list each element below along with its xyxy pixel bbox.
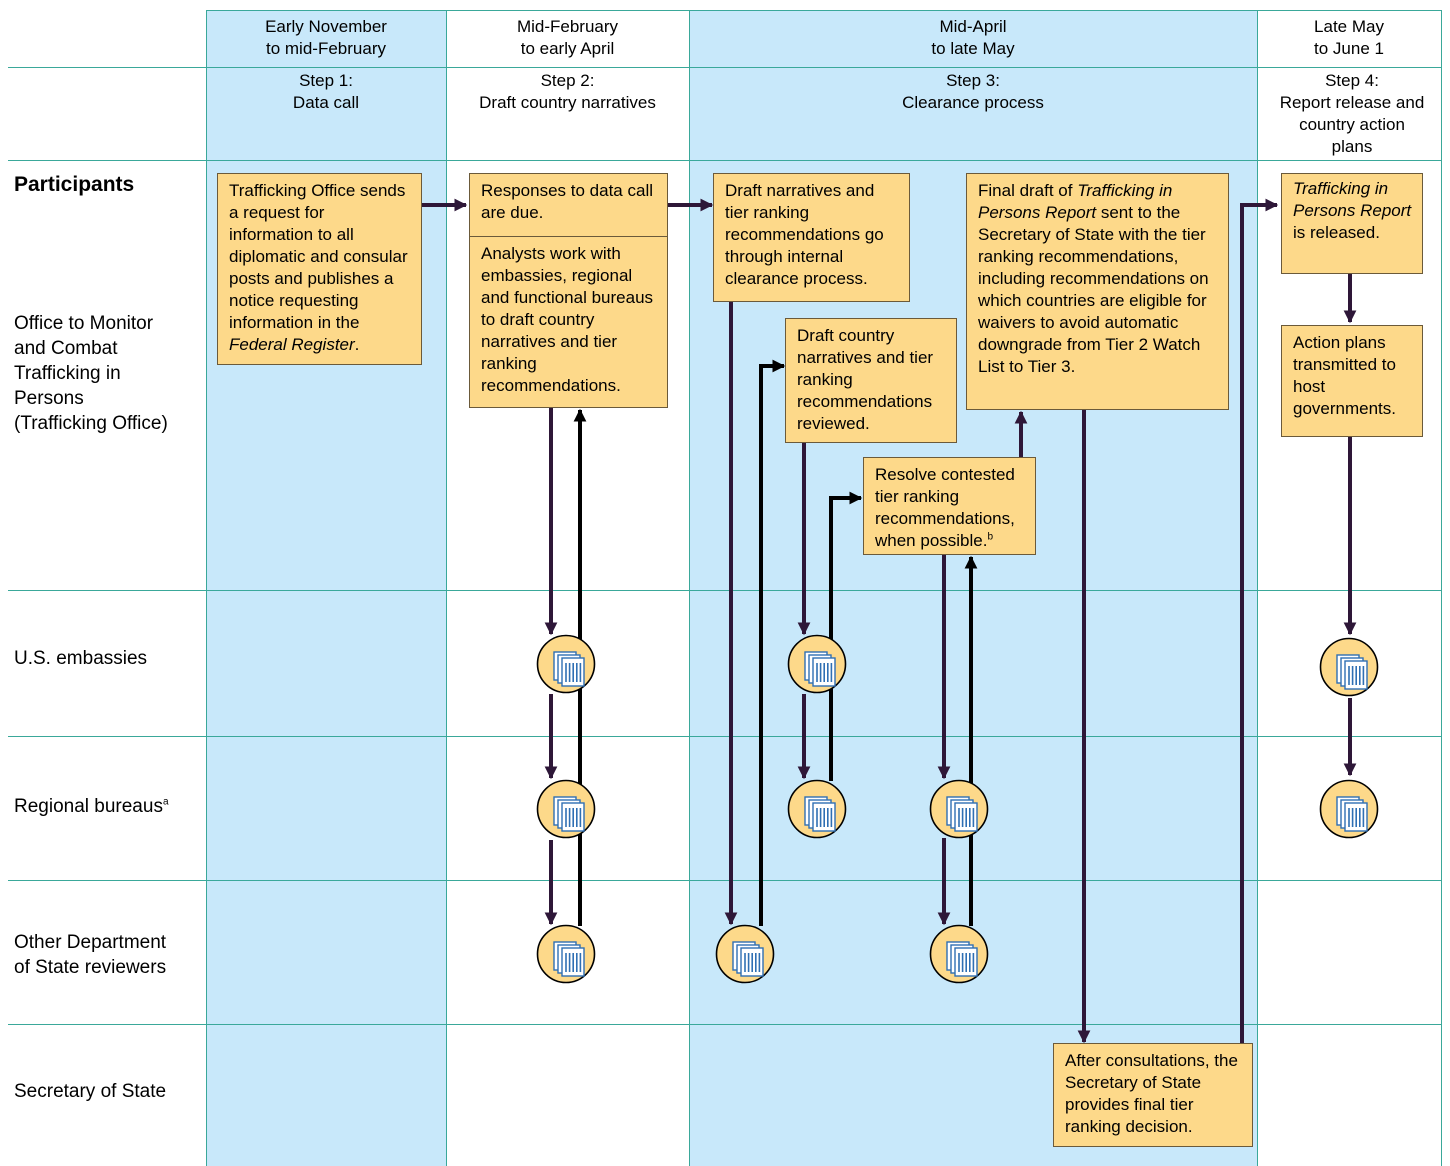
row-label-line: Office to Monitor — [14, 313, 154, 334]
box-text: Resolve contested tier ranking recommend… — [875, 465, 1015, 550]
header-line: to mid-February — [266, 39, 386, 58]
document-stack-icon — [536, 779, 596, 839]
arrow-step3-return — [759, 359, 786, 926]
grid-line — [1441, 10, 1442, 1166]
document-stack-icon — [715, 924, 775, 984]
box-text-italic: Trafficking in Persons Report — [1293, 179, 1412, 220]
box-text: . — [354, 335, 360, 354]
box-text: Draft narratives and tier ranking recomm… — [725, 181, 884, 288]
header-line: Draft country narratives — [479, 93, 656, 112]
header-line: Data call — [292, 93, 360, 112]
box-text: Trafficking Office sends a request for i… — [229, 181, 408, 332]
box-text: Analysts work with embassies, regional a… — [481, 244, 654, 395]
row-label-regional-bureaus: Regional bureausa — [14, 794, 169, 819]
row-label-line: of State reviewers — [14, 957, 167, 978]
header-line: to early April — [520, 39, 615, 58]
step1-period-header: Early November to mid-February — [206, 16, 446, 60]
grid-line — [689, 10, 690, 1166]
row-label-other-reviewers: Other Department of State reviewers — [14, 930, 166, 980]
header-line: Step 1: — [299, 71, 353, 90]
box-text: After consultations, the Secretary of St… — [1065, 1051, 1238, 1136]
grid-line — [206, 10, 1442, 11]
grid-line — [8, 880, 1442, 881]
header-line: Step 2: — [540, 71, 595, 90]
footnote-marker: b — [987, 531, 994, 543]
grid-line — [446, 10, 447, 1166]
grid-line — [206, 10, 207, 1166]
row-label-line: (Trafficking Office) — [14, 413, 168, 434]
grid-line — [8, 67, 1442, 68]
box-data-call-request: Trafficking Office sends a request for i… — [217, 173, 422, 365]
step4-period-header: Late May to June 1 — [1257, 16, 1441, 60]
header-line: Mid-April — [939, 17, 1007, 36]
step3-period-header: Mid-April to late May — [689, 16, 1257, 60]
box-internal-clearance: Draft narratives and tier ranking recomm… — [713, 173, 910, 302]
box-final-draft: Final draft of Trafficking in Persons Re… — [966, 173, 1229, 410]
step2-header: Step 2: Draft country narratives — [446, 70, 689, 114]
box-text: Final draft of — [978, 181, 1078, 200]
box-text: sent to the Secretary of State with the … — [978, 203, 1209, 376]
row-label-trafficking-office: Office to Monitor and Combat Trafficking… — [14, 311, 168, 436]
box-text: Responses to data call are due. — [481, 181, 653, 222]
box-text: Action plans transmitted to host governm… — [1293, 333, 1396, 418]
box-action-plans: Action plans transmitted to host governm… — [1281, 325, 1423, 437]
box-resolve-contested: Resolve contested tier ranking recommend… — [863, 457, 1036, 555]
header-line: Step 3: — [946, 71, 1000, 90]
document-stack-icon — [536, 634, 596, 694]
row-label-line: Persons — [14, 388, 84, 409]
document-stack-icon — [787, 634, 847, 694]
step3-header: Step 3: Clearance process — [689, 70, 1257, 114]
grid-line — [1257, 10, 1258, 1166]
row-label-line: Trafficking in — [14, 363, 121, 384]
header-line: plans — [1331, 137, 1373, 156]
step1-header: Step 1: Data call — [206, 70, 446, 114]
grid-line — [8, 736, 1442, 737]
header-line: Mid-February — [516, 17, 619, 36]
grid-line — [8, 590, 1442, 591]
box-text: is released. — [1293, 223, 1380, 242]
header-line: Early November — [265, 17, 387, 36]
document-stack-icon — [1319, 779, 1379, 839]
header-line: Clearance process — [902, 93, 1044, 112]
participants-title: Participants — [14, 173, 135, 196]
box-responses-due: Responses to data call are due. — [469, 173, 668, 237]
document-stack-icon — [929, 924, 989, 984]
box-secretary-decision: After consultations, the Secretary of St… — [1053, 1043, 1253, 1147]
header-line: Step 4: — [1325, 71, 1379, 90]
box-report-released: Trafficking in Persons Report is release… — [1281, 173, 1423, 274]
box-text-italic: Federal Register — [229, 335, 355, 354]
grid-line — [8, 160, 1442, 161]
header-line: country action — [1299, 115, 1405, 134]
box-narratives-reviewed: Draft country narratives and tier rankin… — [785, 318, 957, 443]
arrow-secretary-to-release — [1240, 198, 1279, 1046]
row-label-line: and Combat — [14, 338, 118, 359]
row-label-secretary: Secretary of State — [14, 1081, 167, 1102]
header-line: Report release and — [1279, 93, 1425, 112]
document-stack-icon — [787, 779, 847, 839]
row-label-embassies: U.S. embassies — [14, 648, 148, 669]
box-text-italic: Trafficking in Persons Report — [978, 181, 1173, 222]
box-analysts-draft: Analysts work with embassies, regional a… — [469, 236, 668, 408]
box-text: Draft country narratives and tier rankin… — [797, 326, 934, 433]
document-stack-icon — [1319, 637, 1379, 697]
header-line: Late May — [1314, 17, 1384, 36]
grid-line — [8, 1024, 1442, 1025]
header-line: to late May — [931, 39, 1015, 58]
step4-header: Step 4: Report release and country actio… — [1257, 70, 1447, 158]
footnote-marker: a — [162, 796, 169, 808]
row-label-line: Other Department — [14, 932, 167, 953]
document-stack-icon — [536, 924, 596, 984]
row-label-text: Regional bureaus — [14, 796, 163, 817]
step2-period-header: Mid-February to early April — [446, 16, 689, 60]
header-line: to June 1 — [1314, 39, 1384, 58]
document-stack-icon — [929, 779, 989, 839]
